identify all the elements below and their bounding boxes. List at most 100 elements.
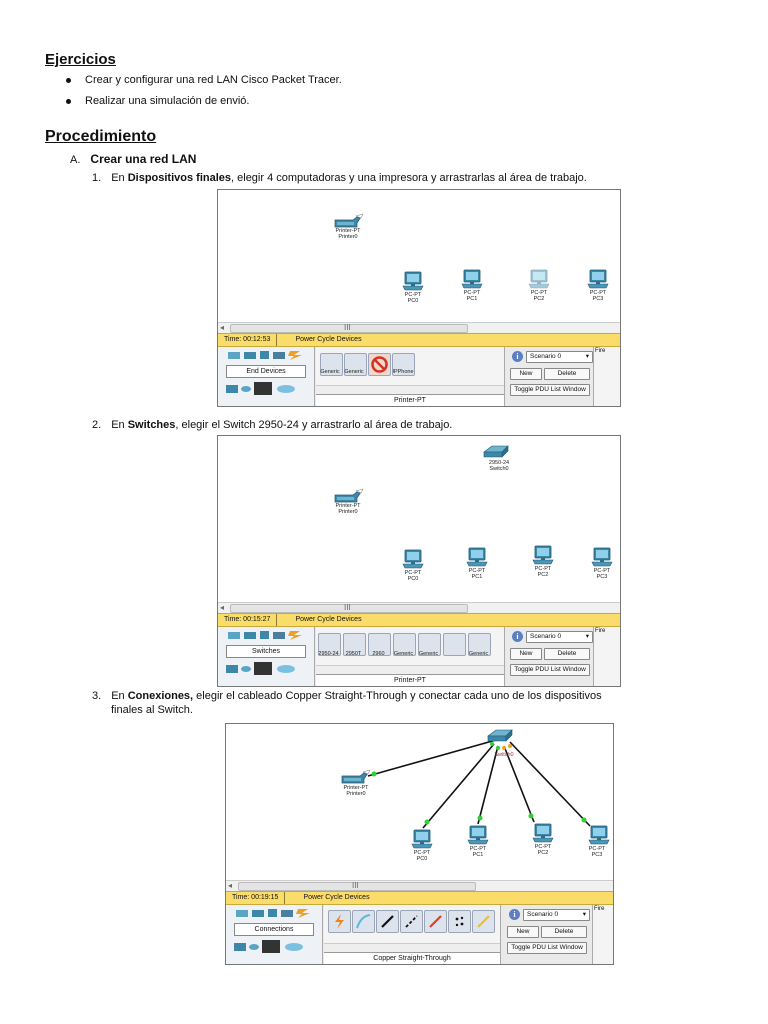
device-tile[interactable]	[418, 633, 441, 656]
procedimiento-heading: Procedimiento	[45, 128, 157, 145]
workspace-scrollbar[interactable]: ◂III	[226, 880, 613, 891]
pc-icon	[528, 269, 550, 289]
step-1: 1.En Dispositivos finales, elegir 4 comp…	[92, 172, 587, 184]
scenario-panel: i Scenario 0 ▾ New Delete Toggle PDU Lis…	[503, 905, 593, 964]
scenario-select[interactable]: Scenario 0 ▾	[526, 351, 593, 363]
device-tile[interactable]	[344, 353, 367, 376]
switch-label: Switch0	[494, 752, 514, 758]
device-tile[interactable]	[368, 353, 391, 376]
printer-icon	[341, 769, 371, 784]
step-3-cont: finales al Switch.	[111, 704, 193, 716]
new-button[interactable]: New	[507, 926, 539, 938]
ejercicio-item: Crear y configurar una red LAN Cisco Pac…	[66, 73, 342, 87]
device-tile[interactable]	[318, 633, 341, 656]
category-panel: Connections	[226, 905, 323, 964]
device-tile[interactable]	[368, 633, 391, 656]
coaxial-cable-icon[interactable]	[472, 910, 495, 933]
category-name[interactable]: End Devices	[226, 365, 306, 378]
delete-button[interactable]: Delete	[544, 368, 590, 380]
console-cable-icon[interactable]	[352, 910, 375, 933]
pc-icon	[466, 547, 488, 567]
category-name[interactable]: Connections	[234, 923, 314, 936]
category-panel: End Devices	[218, 347, 315, 406]
pc-icon	[532, 545, 554, 565]
info-icon: i	[509, 909, 520, 920]
workspace-scrollbar[interactable]: ◂III	[218, 602, 620, 613]
device-scrollbar[interactable]	[324, 943, 500, 952]
device-panel: Connections Copper Straight-Through i Sc…	[226, 905, 613, 964]
info-icon: i	[512, 631, 523, 642]
toggle-pdu-button[interactable]: Toggle PDU List Window	[507, 942, 587, 954]
pc-icon	[591, 547, 613, 567]
device-tile[interactable]	[392, 353, 415, 376]
straight-through-cable-icon[interactable]	[376, 910, 399, 933]
scenario-panel: i Scenario 0 ▾ New Delete Toggle PDU Lis…	[506, 347, 596, 406]
ejercicio-item: Realizar una simulación de envió.	[66, 94, 249, 108]
ejercicios-heading: Ejercicios	[45, 51, 116, 68]
device-tile[interactable]	[468, 633, 491, 656]
bullet-icon	[66, 98, 71, 104]
device-name: Printer-PT	[316, 394, 504, 406]
cross-over-cable-icon[interactable]	[400, 910, 423, 933]
new-button[interactable]: New	[510, 368, 542, 380]
scenario-select[interactable]: Scenario 0 ▾	[523, 909, 590, 921]
switch-icon	[483, 445, 509, 458]
fire-column: Fire	[593, 627, 620, 686]
bullet-icon	[66, 77, 71, 83]
connection-name: Copper Straight-Through	[324, 952, 500, 964]
fire-column: Fire	[593, 347, 620, 406]
device-name: Printer-PT	[316, 674, 504, 686]
pc-icon	[587, 269, 609, 289]
delete-button[interactable]: Delete	[541, 926, 587, 938]
topology-canvas	[341, 729, 610, 849]
delete-button[interactable]: Delete	[544, 648, 590, 660]
phone-cable-icon[interactable]	[448, 910, 471, 933]
device-tile[interactable]	[393, 633, 416, 656]
category-panel: Switches	[218, 627, 315, 686]
workspace-scrollbar[interactable]: ◂III	[218, 322, 620, 333]
category-name[interactable]: Switches	[226, 645, 306, 658]
device-scrollbar[interactable]	[316, 665, 504, 674]
switch-icon	[487, 729, 513, 742]
pc-icon	[532, 823, 554, 843]
info-icon: i	[512, 351, 523, 362]
scenario-select[interactable]: Scenario 0 ▾	[526, 631, 593, 643]
toggle-pdu-button[interactable]: Toggle PDU List Window	[510, 664, 590, 676]
pc-icon	[467, 825, 489, 845]
fiber-cable-icon[interactable]	[424, 910, 447, 933]
new-button[interactable]: New	[510, 648, 542, 660]
step-3: 3.En Conexiones, elegir el cableado Copp…	[92, 690, 602, 702]
device-tile[interactable]	[443, 633, 466, 656]
connection-list: Copper Straight-Through	[324, 905, 501, 964]
scenario-panel: i Scenario 0 ▾ New Delete Toggle PDU Lis…	[506, 627, 596, 686]
toggle-pdu-button[interactable]: Toggle PDU List Window	[510, 384, 590, 396]
device-tile[interactable]	[320, 353, 343, 376]
fire-column: Fire	[592, 905, 613, 964]
device-tile[interactable]	[343, 633, 366, 656]
printer-icon	[334, 213, 364, 228]
device-scrollbar[interactable]	[316, 385, 504, 394]
device-panel: Switches 2950-24 2950T 2960 Generic Gene…	[218, 627, 620, 686]
auto-connection-icon[interactable]	[328, 910, 351, 933]
device-list: 2950-24 2950T 2960 Generic Generic Gener…	[316, 627, 505, 686]
